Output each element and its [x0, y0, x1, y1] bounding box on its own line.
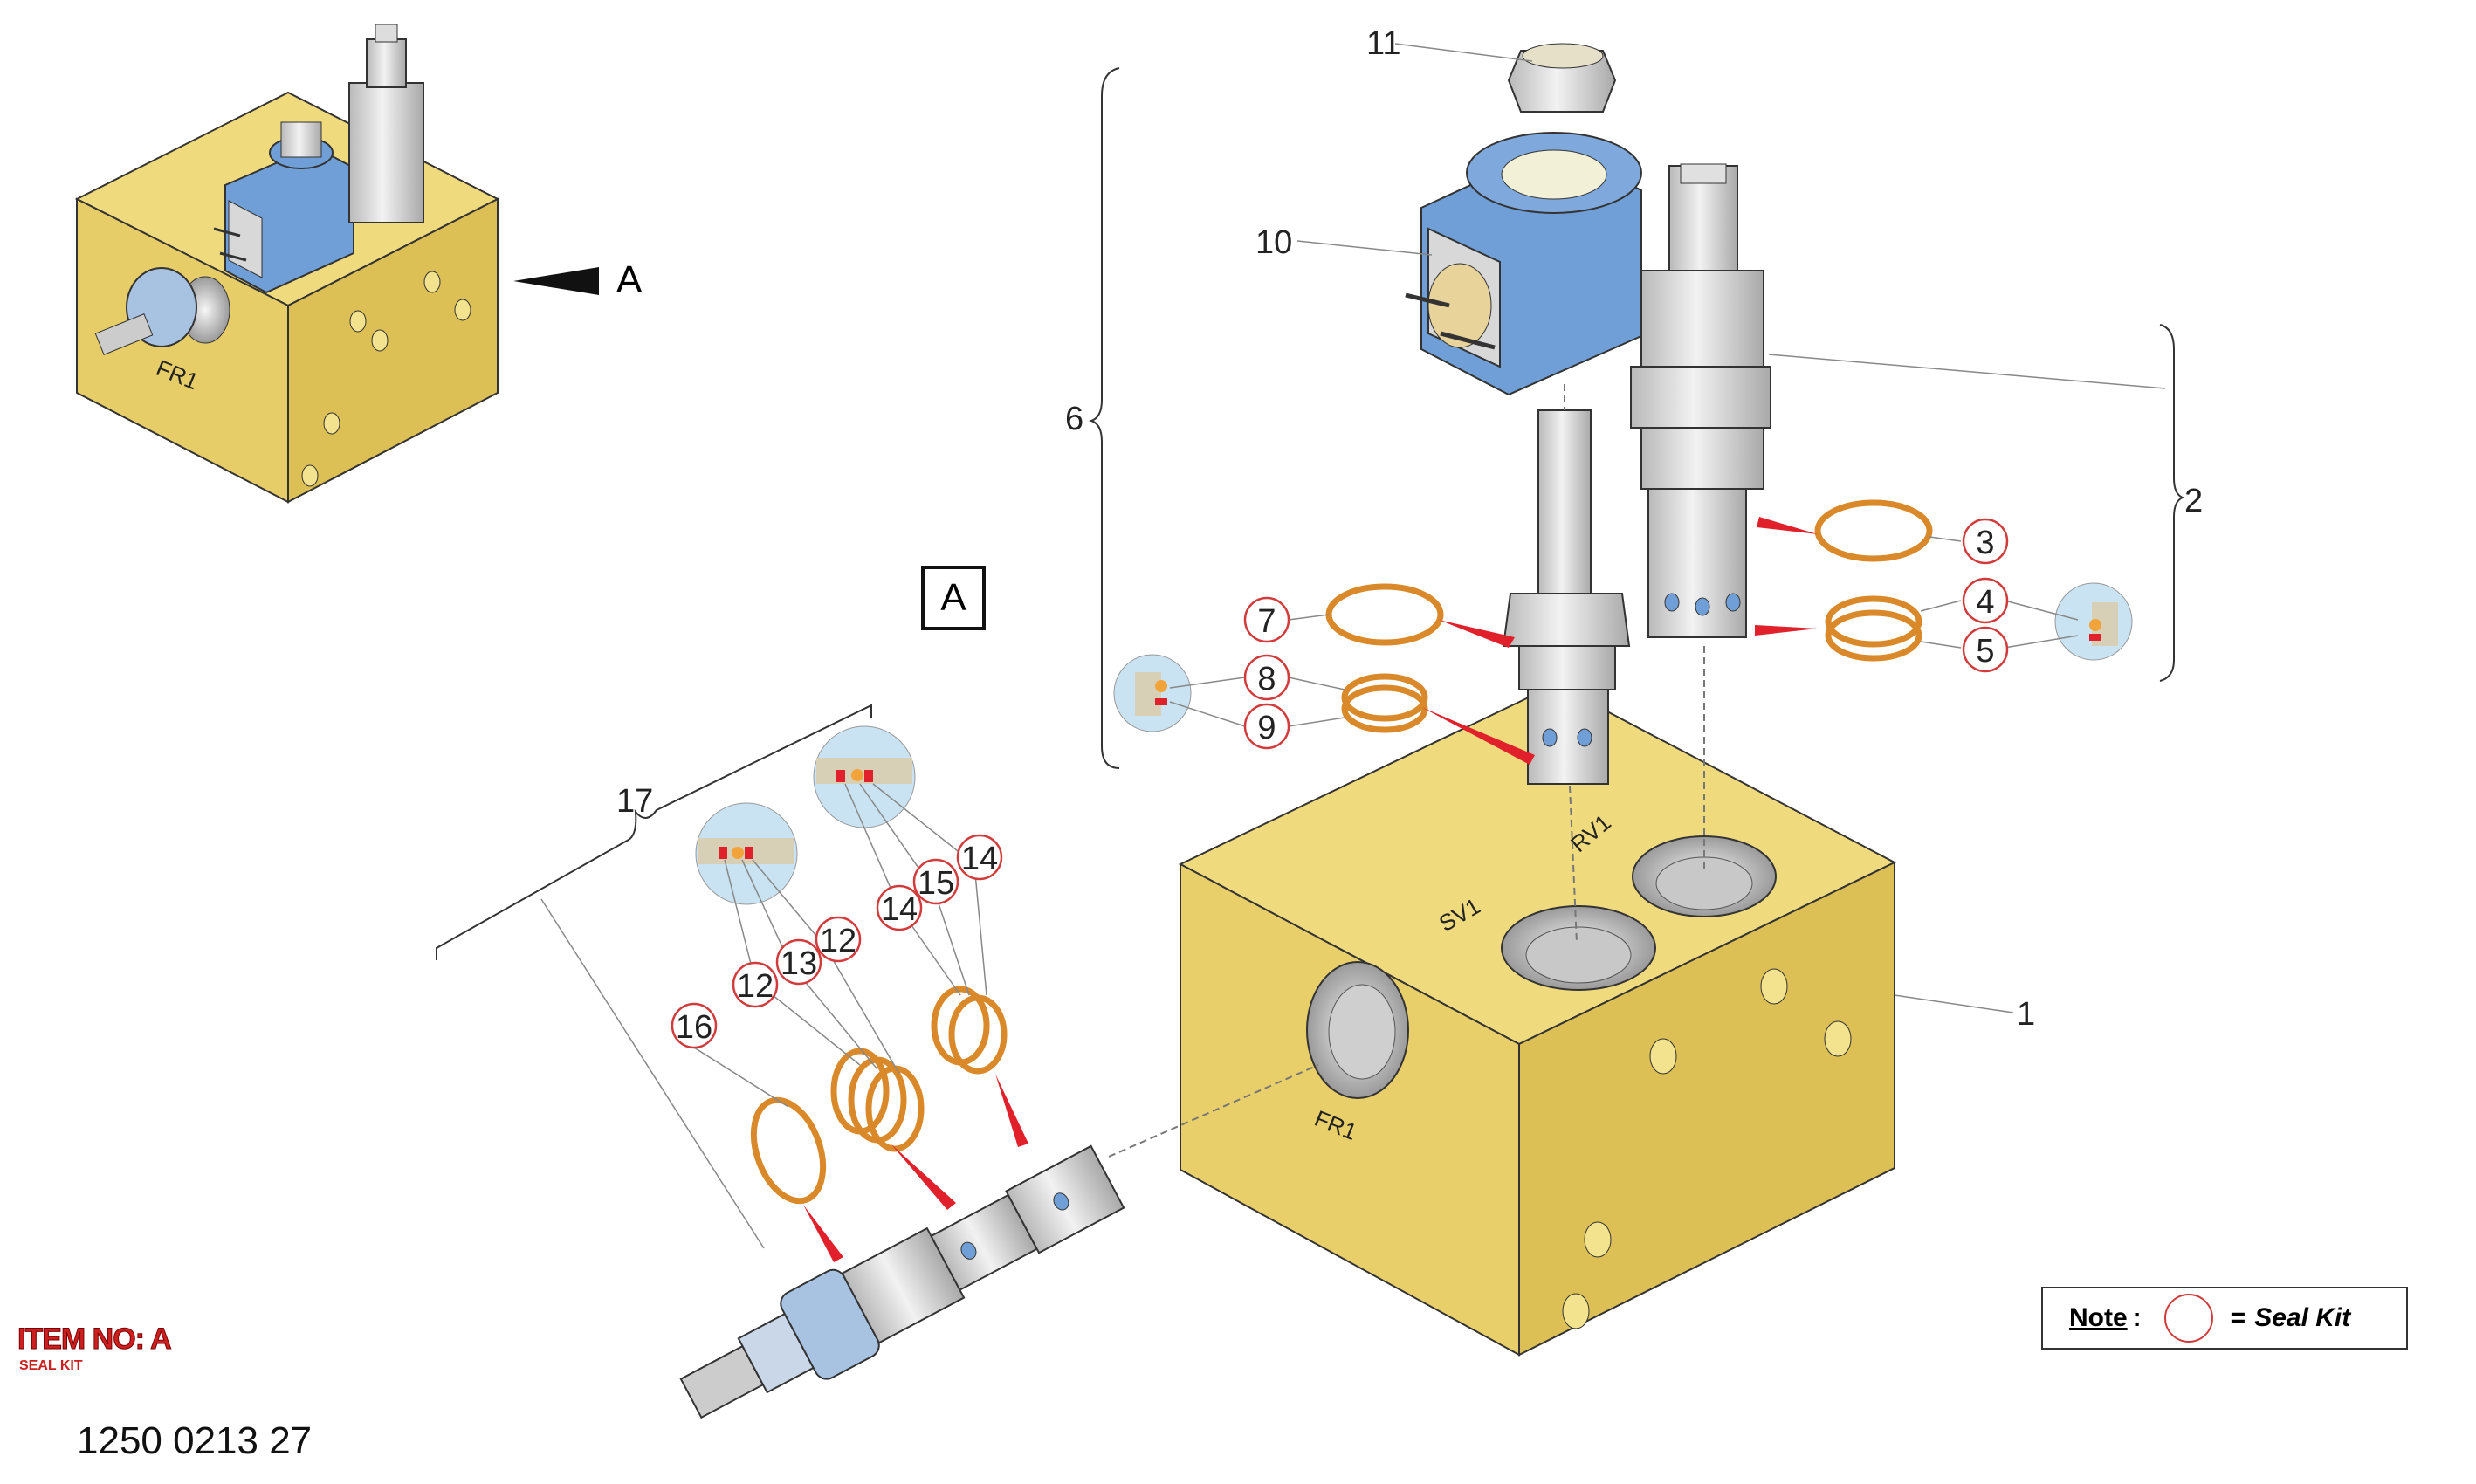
seal-rings	[750, 499, 1933, 1205]
view-marker-label: A	[940, 576, 966, 619]
note-colon: :	[2132, 1303, 2142, 1332]
callout-15: 15	[918, 865, 954, 902]
callout-17: 17	[616, 783, 653, 820]
note-equals: =	[2230, 1303, 2246, 1332]
leader-lines	[540, 43, 2166, 1249]
callout-6: 6	[1065, 401, 1083, 437]
part-number: 1250 0213 27	[77, 1419, 313, 1462]
callout-14-a: 14	[881, 891, 918, 928]
callout-2: 2	[2184, 483, 2203, 519]
item-subtitle: SEAL KIT	[19, 1358, 83, 1373]
seal-kit-callouts: 3 4 5 7 8 9 16 12 13 12 14 15 14	[671, 518, 2009, 1049]
plain-callouts: 11 10 6 2 1 17	[616, 25, 2203, 1033]
callout-3: 3	[1976, 525, 1994, 561]
callout-11: 11	[1366, 25, 1400, 62]
callout-7: 7	[1257, 603, 1276, 640]
view-arrow-label: A	[616, 258, 643, 301]
solenoid-assembly	[1405, 43, 1642, 944]
view-arrow-icon	[513, 267, 599, 295]
note-seal-kit-text: Seal Kit	[2254, 1303, 2351, 1332]
callout-16: 16	[676, 1009, 712, 1046]
seal-detail-bubbles	[695, 582, 2133, 905]
relief-valve	[1630, 163, 1771, 873]
legend-note: Note : = Seal Kit	[2041, 1287, 2408, 1350]
group-brackets	[436, 67, 2185, 960]
view-marker-box: A	[921, 566, 986, 630]
callout-5: 5	[1976, 633, 1994, 670]
fr1-cartridge	[679, 1144, 1125, 1419]
callout-9: 9	[1257, 710, 1276, 746]
seal-pointers	[803, 517, 1818, 1262]
item-title: ITEM NO: A	[17, 1323, 173, 1357]
seal-kit-circle-icon	[2163, 1294, 2213, 1343]
callout-10: 10	[1255, 224, 1292, 261]
main-valve-block: FR1 SV1 RV1	[1178, 683, 1897, 1357]
callout-4: 4	[1976, 584, 1994, 621]
callout-1: 1	[2017, 996, 2035, 1033]
callout-13: 13	[781, 945, 817, 982]
callout-12-b: 12	[820, 923, 856, 959]
callout-8: 8	[1257, 661, 1276, 697]
thumbnail-valve-block: FR1	[74, 24, 500, 504]
callout-14-b: 14	[961, 841, 998, 877]
note-label: Note	[2069, 1303, 2128, 1332]
callout-12-a: 12	[737, 968, 774, 1005]
